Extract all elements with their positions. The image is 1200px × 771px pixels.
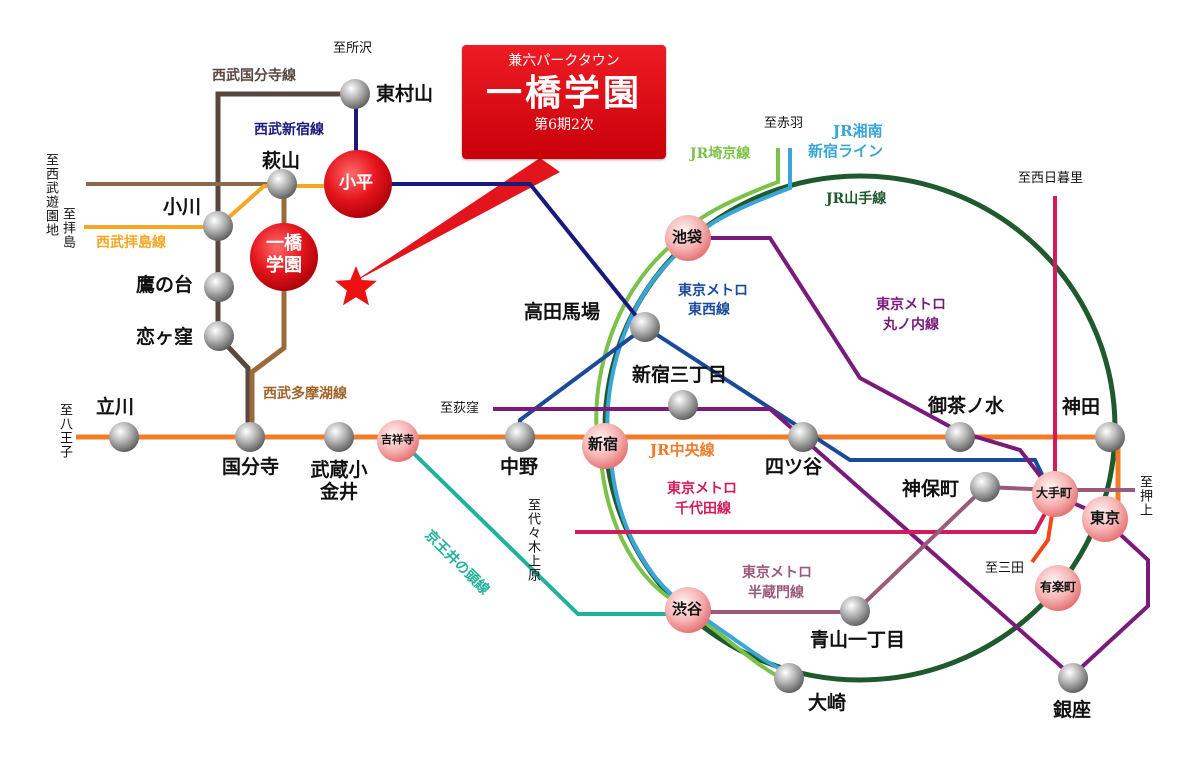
direction-nishinippori: 至西日暮里 [1018, 171, 1084, 186]
station-shinjuku-sanchome-label: 新宿三丁目 [632, 364, 728, 386]
line-jr-saikyo-label: JR埼京線 [690, 146, 751, 162]
direction-mita: 至三田 [985, 561, 1025, 576]
banner-subtitle: 兼六パークタウン [508, 53, 620, 69]
station-musashi-koganei-marker[interactable] [324, 422, 354, 452]
station-musashi-koganei-label: 武蔵小金井 [310, 459, 368, 503]
station-ginza-marker[interactable] [1058, 663, 1088, 693]
station-osaki-label: 大崎 [808, 692, 847, 714]
station-ogawa-marker[interactable] [203, 211, 233, 241]
station-kanda-label: 神田 [1062, 396, 1101, 418]
station-shinjuku-label: 新宿 [588, 435, 619, 453]
seibu-shinjuku-line [354, 94, 647, 329]
station-otemachi-marker[interactable] [1032, 471, 1078, 517]
station-kokubunji-marker[interactable] [235, 422, 265, 452]
station-ikebukuro-marker[interactable] [665, 215, 711, 261]
line-hanzomon-label-1: 東京メトロ [742, 565, 812, 581]
line-jr-yamanote-label: JR山手線 [826, 191, 887, 207]
station-yotsuya-marker[interactable] [788, 422, 818, 452]
station-ginza-label: 銀座 [1053, 699, 1092, 721]
station-hitotsubashi-gakuen-marker[interactable] [250, 223, 318, 291]
station-ikebukuro-label: 池袋 [672, 228, 703, 246]
station-shibuya-label: 渋谷 [672, 600, 703, 618]
direction-akabane: 至赤羽 [764, 116, 804, 131]
station-takanodai-marker[interactable] [204, 272, 234, 302]
line-jr-chuo-label: JR中央線 [650, 441, 715, 459]
station-yurakucho-label: 有楽町 [1040, 580, 1077, 594]
station-tachikawa-label: 立川 [96, 396, 135, 418]
banner-phase: 第6期2次 [534, 117, 594, 133]
seibu-haijima-line [84, 184, 356, 229]
station-takanodai-label: 鷹の台 [136, 274, 194, 296]
banner-title: 一橋学園 [485, 72, 642, 114]
station-kichijoji-marker[interactable] [377, 420, 419, 462]
station-shinjuku-marker[interactable] [582, 423, 628, 469]
station-tokyo-label: 東京 [1090, 509, 1121, 527]
line-tozai-label-2: 東西線 [688, 302, 730, 318]
banner-pointer [352, 158, 560, 283]
gray-stations [109, 79, 1125, 693]
station-tokyo-marker[interactable] [1082, 496, 1128, 542]
marunouchi-line [493, 236, 1150, 679]
direction-oshiage: 至押上 [1137, 475, 1152, 517]
line-tozai-label-1: 東京メトロ [678, 283, 748, 299]
station-yotsuya-label: 四ツ谷 [765, 456, 823, 478]
station-shinjuku-sanchome-marker[interactable] [668, 390, 698, 420]
line-jr-shonan-label-1: JR湘南 [833, 122, 883, 140]
station-nakano-marker[interactable] [505, 422, 535, 452]
station-aoyama-itchome-label: 青山一丁目 [810, 629, 906, 651]
station-osaki-marker[interactable] [774, 663, 804, 693]
station-ochanomizu-label: 御茶ノ水 [928, 395, 1005, 417]
line-marunouchi-label-1: 東京メトロ [876, 297, 946, 313]
station-hitotsubashi-gakuen-label: 一橋学園 [266, 233, 302, 276]
station-koigakubo-label: 恋ヶ窪 [136, 326, 194, 348]
station-kichijoji-label: 吉祥寺 [381, 433, 414, 446]
station-kodaira-label: 小平 [339, 173, 373, 193]
station-takadanobaba-label: 高田馬場 [524, 301, 601, 323]
station-tachikawa-marker[interactable] [109, 422, 139, 452]
line-seibu-kokubunji-label: 西武国分寺線 [212, 68, 296, 84]
property-banner: 兼六パークタウン 一橋学園 第6期2次 [462, 45, 666, 159]
station-higashimurayama-marker[interactable] [340, 79, 370, 109]
station-ochanomizu-marker[interactable] [945, 422, 975, 452]
keio-inokashira-line [398, 438, 688, 616]
station-jimbocho-marker[interactable] [970, 472, 1000, 502]
station-hagiyama-label: 萩山 [262, 150, 301, 172]
property-star-icon [335, 266, 377, 306]
station-aoyama-itchome-marker[interactable] [840, 596, 870, 626]
line-chiyoda-label-2: 千代田線 [675, 501, 731, 517]
direction-ogikubo: 至荻窪 [440, 401, 480, 416]
line-seibu-haijima-label: 西武拝島線 [96, 235, 166, 251]
station-shibuya-marker[interactable] [665, 587, 711, 633]
station-nakano-label: 中野 [500, 456, 539, 478]
station-kodaira-marker[interactable] [324, 150, 392, 218]
direction-yoyogiuehara: 至代々木上原 [525, 498, 540, 582]
direction-haijima: 至拝島 [60, 207, 75, 249]
station-higashimurayama-label: 東村山 [376, 83, 434, 105]
station-kokubunji-label: 国分寺 [222, 456, 280, 478]
direction-seibuyuenchi: 至西武遊園地 [43, 153, 58, 237]
station-hagiyama-marker[interactable] [267, 169, 297, 199]
line-hanzomon-label-2: 半蔵門線 [748, 585, 804, 601]
station-kanda-marker[interactable] [1095, 422, 1125, 452]
direction-hachioji: 至八王子 [57, 403, 72, 459]
line-seibu-shinjuku-label: 西武新宿線 [254, 122, 324, 138]
direction-tokorozawa: 至所沢 [333, 41, 373, 56]
line-chiyoda-label-1: 東京メトロ [667, 481, 737, 497]
station-takadanobaba-marker[interactable] [630, 312, 660, 342]
station-otemachi-label: 大手町 [1036, 486, 1073, 500]
station-koigakubo-marker[interactable] [204, 321, 234, 351]
station-ogawa-label: 小川 [163, 196, 202, 218]
pink-stations [377, 215, 1128, 633]
line-jr-shonan-label-2: 新宿ライン [808, 142, 884, 160]
station-jimbocho-label: 神保町 [902, 478, 960, 500]
line-marunouchi-label-2: 丸ノ内線 [883, 317, 939, 333]
station-yurakucho-marker[interactable] [1035, 565, 1081, 611]
line-seibu-tamako-label: 西武多摩湖線 [263, 386, 347, 402]
